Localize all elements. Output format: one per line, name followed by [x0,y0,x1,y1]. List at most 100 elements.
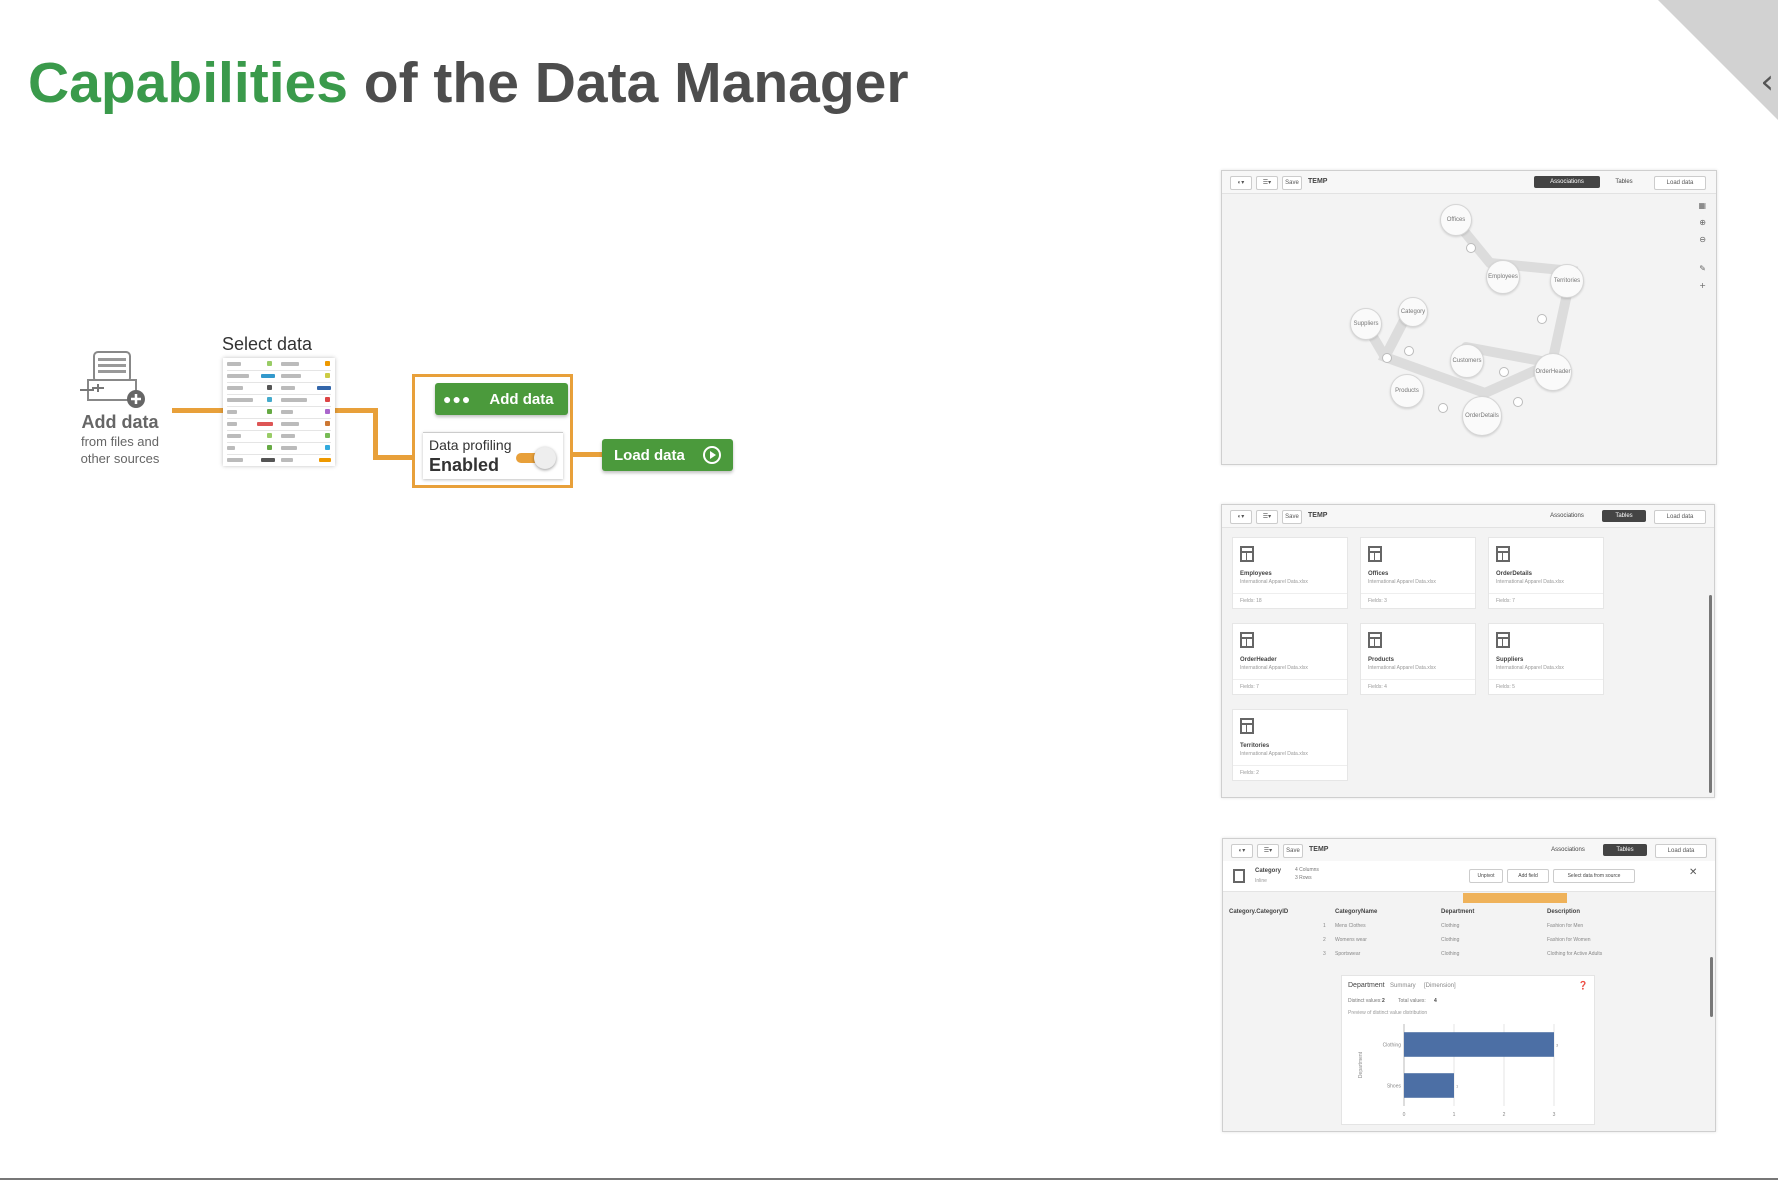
pipe-select-out [335,408,378,413]
table-card-employees[interactable]: Employees International Apparel Data.xls… [1232,537,1348,609]
tables-view-screenshot: ◐▾ ☰▾ Save TEMP Associations Tables Load… [1221,504,1715,798]
table-name: Offices [1368,571,1389,577]
table-cell: Fashion for Men [1547,923,1584,929]
chevron-left-icon[interactable]: ‹ [1760,62,1774,102]
column-header[interactable]: CategoryName [1335,909,1378,915]
bar-clothing [1404,1032,1554,1057]
node-products[interactable]: Products [1390,374,1424,408]
add-icon[interactable]: + [1699,281,1706,290]
node-orderdetails[interactable]: OrderDetails [1462,396,1502,436]
preview-icon[interactable]: ▦ [1698,201,1706,210]
list-menu-button[interactable]: ☰▾ [1257,844,1279,858]
add-data-source-label: Add data from files and other sources [70,412,170,467]
total-value: 4 [1434,998,1437,1004]
data-profiling-toggle[interactable] [516,447,556,469]
tab-associations[interactable]: Associations [1551,847,1585,853]
table-card-offices[interactable]: Offices International Apparel Data.xlsx … [1360,537,1476,609]
summary-tab[interactable]: Summary [1390,983,1416,989]
load-data-button[interactable]: Load data [1654,510,1706,524]
edit-icon[interactable]: ✎ [1699,264,1706,273]
save-button[interactable]: Save [1283,844,1303,858]
title-rest: of the Data Manager [363,51,909,115]
node-orderheader[interactable]: OrderHeader [1534,353,1572,391]
zoom-out-icon[interactable]: ⊖ [1699,235,1706,244]
link-dot[interactable] [1466,243,1476,253]
app-menu-button[interactable]: ◐▾ [1230,510,1252,524]
save-button[interactable]: Save [1282,510,1302,524]
help-icon[interactable]: ❓ [1578,981,1588,990]
node-offices[interactable]: Offices [1440,204,1472,236]
bar-shoes [1404,1073,1454,1098]
load-data-button[interactable]: Load data [1655,844,1707,858]
table-cell: Womens wear [1335,937,1367,943]
data-label: 1 [1456,1084,1459,1089]
select-data-label: Select data [222,334,313,354]
tab-associations[interactable]: Associations [1550,513,1584,519]
app-menu-button[interactable]: ◐▾ [1231,844,1253,858]
node-territories[interactable]: Territories [1550,264,1584,298]
table-cell: Sportswear [1335,951,1361,957]
scrollbar[interactable] [1709,595,1712,793]
selected-column-header[interactable] [1463,893,1567,903]
tab-tables[interactable]: Tables [1603,844,1647,856]
scrollbar[interactable] [1710,957,1713,1017]
table-icon [1496,632,1510,648]
link-dot[interactable] [1537,314,1547,324]
node-category[interactable]: Category [1398,297,1428,327]
add-data-subtitle-2: other sources [80,451,160,466]
tab-tables[interactable]: Tables [1615,179,1633,185]
column-header[interactable]: Description [1547,909,1581,915]
load-data-button[interactable]: Load data [1654,176,1706,190]
table-columns-count: 4 Columns [1295,867,1319,873]
save-button[interactable]: Save [1282,176,1302,190]
data-profiling-control: Data profiling Enabled [423,432,563,479]
slide-corner-tab [1658,0,1778,120]
select-data-from-source-button[interactable]: Select data from source [1553,869,1635,883]
tab-tables[interactable]: Tables [1602,510,1646,522]
load-data-button[interactable]: Load data [602,439,733,471]
table-source: International Apparel Data.xlsx [1496,665,1564,671]
data-profiling-state: Enabled [429,455,500,475]
table-fields: Fields: 5 [1489,679,1603,694]
table-card-products[interactable]: Products International Apparel Data.xlsx… [1360,623,1476,695]
table-name: OrderDetails [1496,571,1533,577]
table-cell: 2 [1323,937,1326,943]
node-suppliers[interactable]: Suppliers [1350,308,1382,340]
database-plug-add-icon [80,351,145,408]
column-header[interactable]: Department [1441,909,1475,915]
x-tick-label: 3 [1553,1112,1556,1118]
link-dot[interactable] [1513,397,1523,407]
column-header[interactable]: Category.CategoryID [1229,909,1289,915]
tab-associations[interactable]: Associations [1534,176,1600,188]
list-menu-button[interactable]: ☰▾ [1256,176,1278,190]
table-sub: Inline [1255,878,1267,884]
add-data-title: Add data [81,412,159,432]
link-dot[interactable] [1499,367,1509,377]
table-icon [1233,869,1245,883]
add-data-panel: ●●● Add data Data profiling Enabled [412,374,573,488]
table-name: Products [1368,657,1395,663]
table-card-territories[interactable]: Territories International Apparel Data.x… [1232,709,1348,781]
close-icon[interactable]: ✕ [1689,867,1698,878]
table-cell: 3 [1323,951,1326,957]
app-menu-button[interactable]: ◐▾ [1230,176,1252,190]
zoom-in-icon[interactable]: ⊕ [1699,218,1706,227]
table-card-suppliers[interactable]: Suppliers International Apparel Data.xls… [1488,623,1604,695]
unpivot-button[interactable]: Unpivot [1469,869,1503,883]
table-card-orderheader[interactable]: OrderHeader International Apparel Data.x… [1232,623,1348,695]
link-dot[interactable] [1438,403,1448,413]
add-field-button[interactable]: Add field [1507,869,1549,883]
node-customers[interactable]: Customers [1450,344,1484,378]
table-card-orderdetails[interactable]: OrderDetails International Apparel Data.… [1488,537,1604,609]
link-dot[interactable] [1404,346,1414,356]
table-source: International Apparel Data.xlsx [1496,579,1564,585]
add-data-button[interactable]: ●●● Add data [435,383,568,415]
table-cell: Fashion for Women [1547,937,1591,943]
total-label: Total values: [1398,998,1426,1004]
table-header: Category Inline 4 Columns 3 Rows Unpivot… [1223,861,1715,892]
node-employees[interactable]: Employees [1486,260,1520,294]
link-dot[interactable] [1382,353,1392,363]
list-menu-button[interactable]: ☰▾ [1256,510,1278,524]
table-cell: Clothing for Active Adults [1547,951,1603,957]
summary-kind[interactable]: [Dimension] [1424,983,1456,989]
